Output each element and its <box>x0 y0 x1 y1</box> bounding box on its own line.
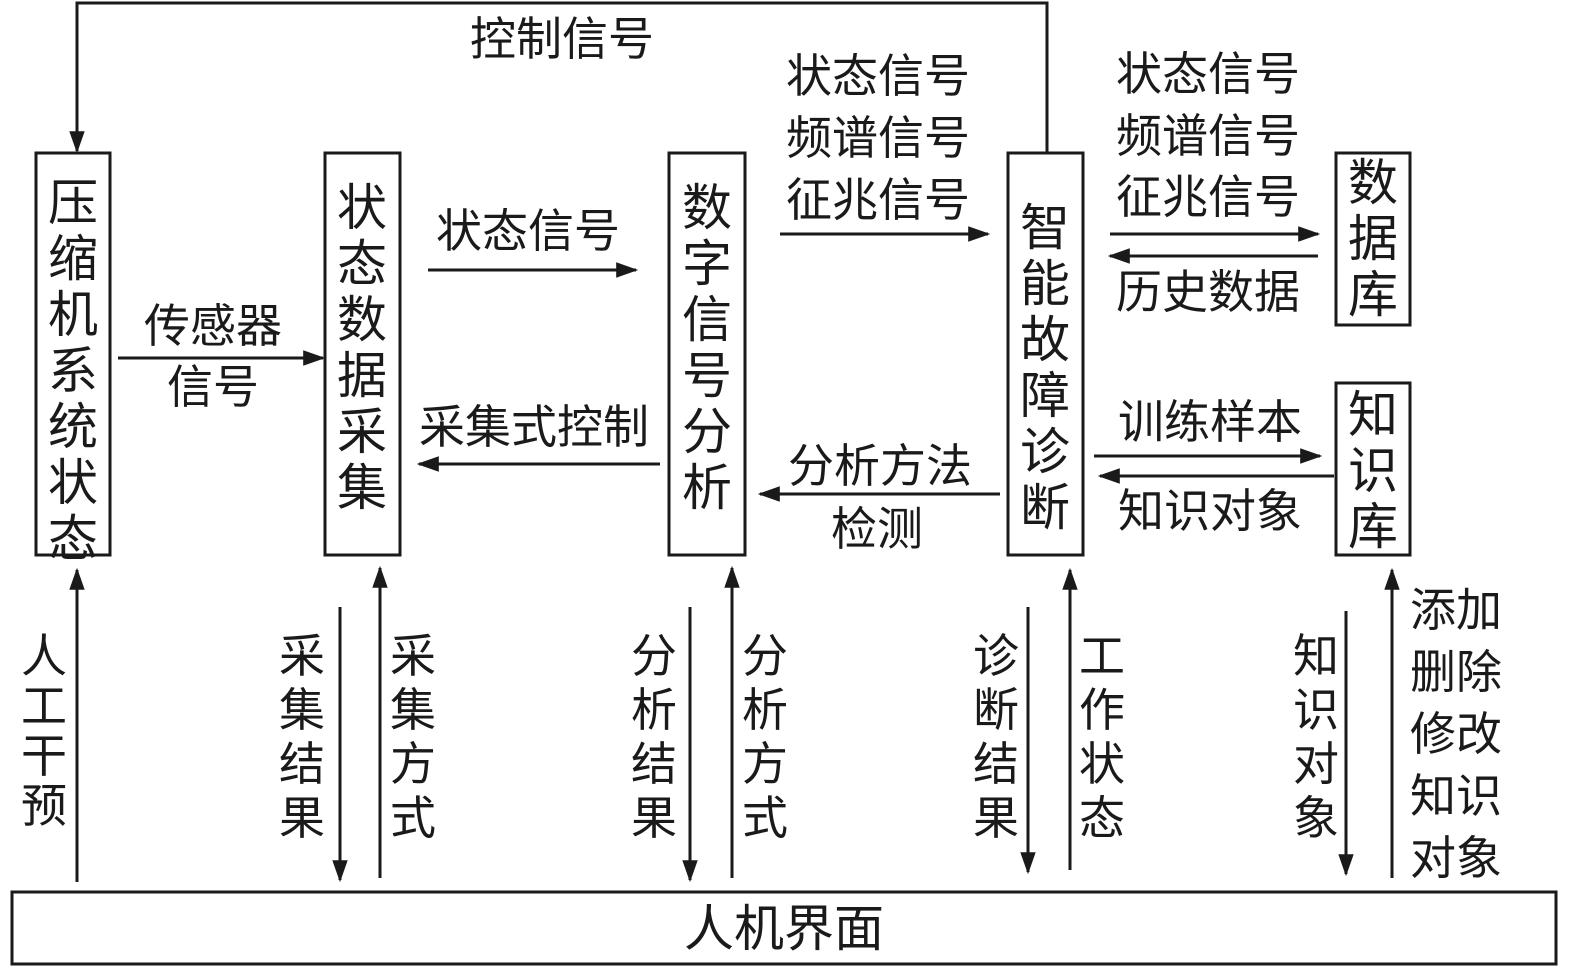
dsp-box <box>667 151 747 557</box>
knowledge-label: 知识库 <box>1348 386 1398 556</box>
signals-to-diagnosis-label-2: 频谱信号 <box>786 111 970 165</box>
knowledge-object-label: 知识对象 <box>1118 484 1302 538</box>
acq-result-label: 采集结果 <box>279 629 325 845</box>
knowledge-box <box>1334 381 1412 557</box>
signals-to-diagnosis-label-1: 状态信号 <box>786 49 970 103</box>
hmi-box <box>10 890 1558 966</box>
sensor-signal-label-2: 信号 <box>167 360 259 414</box>
analysis-result-label: 分析结果 <box>631 629 677 845</box>
acquisition-label: 状态数据采集 <box>337 179 387 517</box>
method-detect-label-1: 分析方法 <box>788 439 972 493</box>
compressor-label: 压缩机系统状态 <box>48 174 98 568</box>
hmi-label: 人机界面 <box>684 900 884 958</box>
acq-method-label: 采集方式 <box>390 629 436 845</box>
history-data-label: 历史数据 <box>1116 265 1300 319</box>
analysis-method-label: 分析方式 <box>742 629 788 845</box>
kb-edit-label-5: 对象 <box>1410 831 1502 885</box>
kb-object-label: 知识对象 <box>1293 629 1339 845</box>
training-samples-label: 训练样本 <box>1118 395 1302 449</box>
kb-edit-label-3: 修改 <box>1410 707 1502 761</box>
diagnosis-box <box>1006 151 1085 557</box>
database-label: 数据库 <box>1348 154 1398 324</box>
kb-edit-label-4: 知识 <box>1410 769 1502 823</box>
acquisition-box <box>323 151 402 557</box>
kb-edit-label-1: 添加 <box>1410 583 1502 637</box>
control-signal-arrow <box>69 1 1049 154</box>
compressor-box <box>34 151 112 557</box>
diag-result-label: 诊断结果 <box>973 629 1019 845</box>
signals-to-db-label-3: 征兆信号 <box>1116 170 1300 224</box>
signals-to-db-label-1: 状态信号 <box>1116 47 1300 101</box>
method-detect-label-2: 检测 <box>831 502 923 556</box>
signals-to-db-label-2: 频谱信号 <box>1116 109 1300 163</box>
signals-to-diagnosis-label-3: 征兆信号 <box>786 173 970 227</box>
control-signal-label: 控制信号 <box>470 12 654 66</box>
diagnosis-label: 智能故障诊断 <box>1020 199 1070 537</box>
manual-intervention-label: 人工干预 <box>21 629 67 833</box>
sensor-signal-label-1: 传感器 <box>144 299 282 353</box>
database-box <box>1334 151 1412 327</box>
state-signal-label: 状态信号 <box>436 204 620 258</box>
work-state-label: 工作状态 <box>1079 629 1125 845</box>
dsp-label: 数字信号分析 <box>682 179 732 517</box>
kb-edit-label-2: 删除 <box>1410 645 1502 699</box>
acquisition-control-label: 采集式控制 <box>419 400 649 454</box>
